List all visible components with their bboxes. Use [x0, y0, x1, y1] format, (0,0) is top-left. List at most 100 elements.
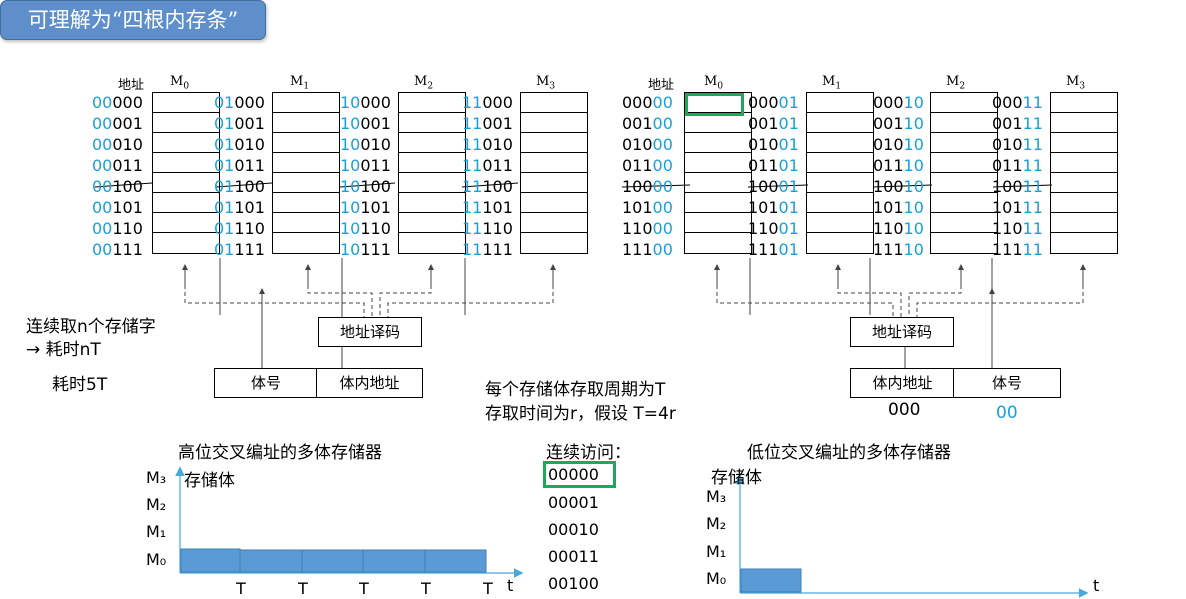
memory-bank — [152, 92, 220, 254]
address-part: 01 — [778, 177, 799, 196]
address-part: 11 — [1022, 93, 1043, 112]
address-part: 11 — [462, 156, 483, 175]
address-row: 11110 — [873, 239, 924, 260]
address-part: 010 — [748, 135, 779, 154]
bank-title-m3: M3 — [536, 74, 556, 92]
bank-title-m1: M1 — [822, 74, 842, 92]
note-line3: 耗时5T — [52, 375, 108, 395]
address-part: 00 — [652, 240, 673, 259]
memory-cell — [273, 213, 339, 233]
address-part: 10 — [340, 240, 361, 259]
address-part: 001 — [748, 114, 779, 133]
address-row: 10101 — [340, 197, 391, 218]
memory-cell — [931, 233, 997, 253]
memory-bank — [398, 92, 466, 254]
address-part: 11 — [1022, 114, 1043, 133]
address-part: 10 — [903, 219, 924, 238]
address-part: 010 — [234, 135, 265, 154]
memory-cell — [521, 153, 587, 173]
memory-cell — [807, 193, 873, 213]
address-part: 10 — [903, 114, 924, 133]
address-row: 11101 — [462, 197, 513, 218]
address-part: 10 — [340, 156, 361, 175]
memory-cell — [273, 93, 339, 113]
bank-title-m1: M1 — [290, 74, 310, 92]
address-part: 01 — [778, 135, 799, 154]
address-row: 01010 — [873, 134, 924, 155]
address-part: 01 — [778, 240, 799, 259]
value-bank: 00 — [996, 403, 1018, 423]
address-part: 00 — [652, 198, 673, 217]
memory-cell — [931, 113, 997, 133]
address-part: 00 — [92, 240, 113, 259]
memory-cell — [1051, 93, 1117, 113]
address-part: 001 — [360, 114, 391, 133]
address-part: 010 — [873, 135, 904, 154]
address-row: 11111 — [992, 239, 1043, 260]
high-axis-label: 存储体 — [184, 471, 235, 491]
address-part: 01 — [214, 156, 235, 175]
address-part: 01 — [778, 219, 799, 238]
address-part: 111 — [482, 240, 513, 259]
address-row: 11100 — [462, 176, 513, 197]
memory-cell — [685, 93, 751, 113]
address-part: 01 — [214, 135, 235, 154]
memory-cell — [685, 113, 751, 133]
address-part: 10 — [903, 156, 924, 175]
seq-item: 00000 — [548, 465, 599, 484]
address-row: 00000 — [622, 92, 673, 113]
address-part: 11 — [1022, 240, 1043, 259]
memory-cell — [273, 233, 339, 253]
address-part: 100 — [360, 177, 391, 196]
address-part: 00 — [92, 114, 113, 133]
high-axis-t: t — [507, 576, 514, 595]
address-row: 10001 — [340, 113, 391, 134]
address-row: 00101 — [748, 113, 799, 134]
address-row: 01000 — [622, 134, 673, 155]
address-part: 000 — [873, 93, 904, 112]
address-part: 011 — [748, 156, 779, 175]
address-part: 00 — [652, 156, 673, 175]
address-part: 000 — [234, 93, 265, 112]
address-row: 10100 — [622, 197, 673, 218]
address-part: 00 — [92, 156, 113, 175]
address-part: 010 — [992, 135, 1023, 154]
low-axis-t: t — [1093, 576, 1100, 595]
value-in-bank: 000 — [888, 400, 921, 420]
memory-cell — [1051, 133, 1117, 153]
memory-bank — [684, 92, 752, 254]
address-part: 100 — [992, 177, 1023, 196]
decoder-left: 地址译码 — [318, 317, 422, 347]
address-part: 10 — [340, 219, 361, 238]
high-tick-t5: T — [483, 579, 493, 598]
address-row: 00101 — [92, 197, 143, 218]
address-part: 100 — [622, 177, 653, 196]
address-part: 00 — [92, 219, 113, 238]
address-part: 10 — [903, 135, 924, 154]
memory-cell — [685, 193, 751, 213]
address-part: 011 — [873, 156, 904, 175]
field-bank-number: 体号 — [214, 368, 318, 398]
memory-cell — [931, 153, 997, 173]
memory-cell — [521, 133, 587, 153]
address-part: 11 — [462, 177, 483, 196]
address-part: 110 — [622, 219, 653, 238]
address-part: 11 — [1022, 198, 1043, 217]
address-part: 01 — [778, 198, 799, 217]
address-part: 101 — [873, 198, 904, 217]
memory-cell — [931, 173, 997, 193]
address-row: 10011 — [992, 176, 1043, 197]
address-part: 100 — [234, 177, 265, 196]
address-row: 10111 — [340, 239, 391, 260]
address-row: 10000 — [340, 92, 391, 113]
address-row: 01001 — [748, 134, 799, 155]
address-part: 10 — [903, 177, 924, 196]
memory-cell — [153, 113, 219, 133]
address-part: 001 — [234, 114, 265, 133]
decoder-right: 地址译码 — [850, 317, 954, 347]
memory-cell — [931, 193, 997, 213]
